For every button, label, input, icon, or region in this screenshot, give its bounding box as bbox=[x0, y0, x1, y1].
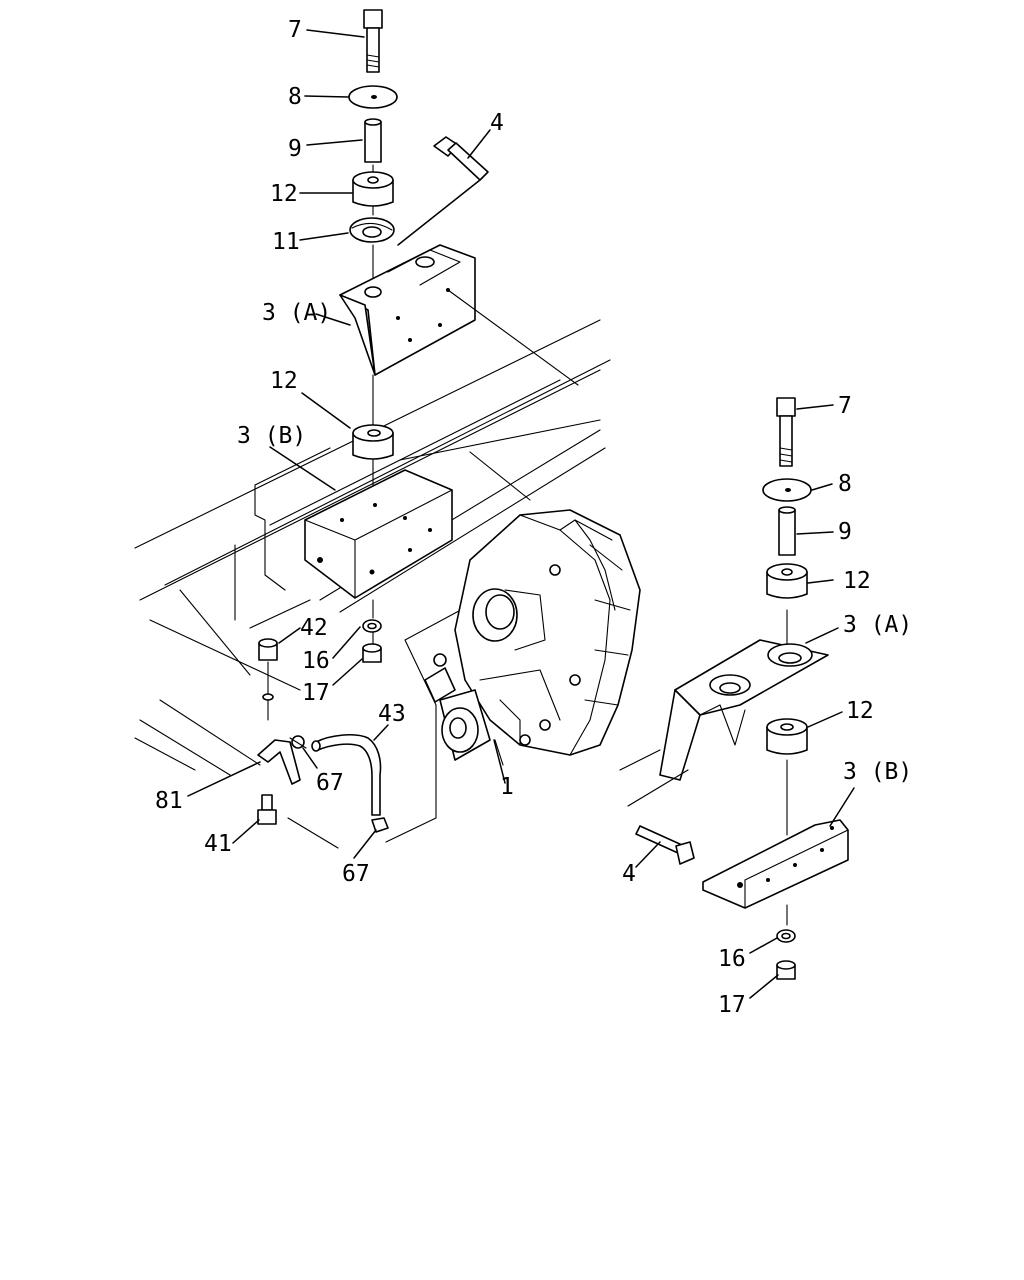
label-1: 1 bbox=[500, 774, 514, 800]
sleeve-part-9-left bbox=[364, 118, 382, 163]
washer-part-8-left bbox=[348, 85, 398, 109]
label-17-right: 17 bbox=[718, 992, 746, 1018]
nut-part-17-right bbox=[776, 960, 796, 980]
label-7-right: 7 bbox=[838, 393, 852, 419]
label-8-right: 8 bbox=[838, 471, 852, 497]
bolt-part-7-left bbox=[363, 9, 383, 73]
label-16-left: 16 bbox=[302, 648, 330, 674]
label-43: 43 bbox=[378, 701, 406, 727]
label-3b-right: 3 (B) bbox=[843, 759, 912, 785]
retainer-part-11 bbox=[349, 217, 395, 243]
frame-rail bbox=[134, 319, 611, 776]
rubber-cushion-part-12-right-upper bbox=[766, 563, 808, 599]
label-12-mid-left: 12 bbox=[270, 368, 298, 394]
label-12-right-upper: 12 bbox=[843, 568, 871, 594]
bracket-part-3a-left bbox=[339, 244, 579, 386]
label-7-top: 7 bbox=[288, 17, 302, 43]
clip-part-67-lower bbox=[371, 604, 471, 843]
bolt-part-4-bottom bbox=[627, 769, 695, 865]
label-8-top: 8 bbox=[288, 84, 302, 110]
label-9-right: 9 bbox=[838, 519, 852, 545]
label-12-top: 12 bbox=[270, 181, 298, 207]
label-3a-left: 3 (A) bbox=[262, 300, 331, 326]
bracket-part-3b-left bbox=[304, 469, 453, 599]
label-11: 11 bbox=[272, 229, 300, 255]
label-12-right-lower: 12 bbox=[846, 698, 874, 724]
bolt-part-7-right bbox=[776, 397, 796, 467]
leader-lines bbox=[187, 29, 855, 999]
hose-part-43 bbox=[311, 733, 382, 816]
label-4-top: 4 bbox=[490, 110, 504, 136]
label-9-top: 9 bbox=[288, 136, 302, 162]
bracket-part-81 bbox=[257, 693, 301, 785]
lock-washer-part-16-left bbox=[362, 619, 382, 633]
label-16-right: 16 bbox=[718, 946, 746, 972]
bracket-part-3a-right bbox=[619, 639, 829, 781]
bolt-part-4-top bbox=[397, 136, 489, 246]
label-42: 42 bbox=[300, 615, 328, 641]
rubber-cushion-part-12-top-left bbox=[352, 171, 394, 207]
rubber-cushion-part-12-mid-left bbox=[352, 424, 394, 460]
label-3b-left: 3 (B) bbox=[237, 423, 306, 449]
clip-part-67-upper bbox=[289, 735, 307, 749]
label-3a-right: 3 (A) bbox=[843, 612, 912, 638]
transfer-case-part-1 bbox=[424, 451, 641, 766]
label-17-left: 17 bbox=[302, 680, 330, 706]
bracket-part-3b-right bbox=[702, 819, 849, 909]
rubber-cushion-part-12-right-lower bbox=[766, 718, 808, 755]
part-labels: 7 8 9 4 12 11 3 (A) 12 3 (B) 42 16 17 43… bbox=[155, 17, 912, 1018]
label-81: 81 bbox=[155, 788, 183, 814]
nut-part-42 bbox=[258, 638, 278, 721]
lock-washer-part-16-right bbox=[776, 929, 796, 943]
nut-part-17-left bbox=[362, 643, 382, 663]
washer-part-8-right bbox=[762, 478, 812, 502]
label-67-lower: 67 bbox=[342, 861, 370, 887]
label-4-bottom: 4 bbox=[622, 861, 636, 887]
label-67-upper: 67 bbox=[316, 770, 344, 796]
bolt-part-41 bbox=[257, 794, 339, 849]
sleeve-part-9-right bbox=[778, 506, 796, 556]
label-41: 41 bbox=[204, 831, 232, 857]
